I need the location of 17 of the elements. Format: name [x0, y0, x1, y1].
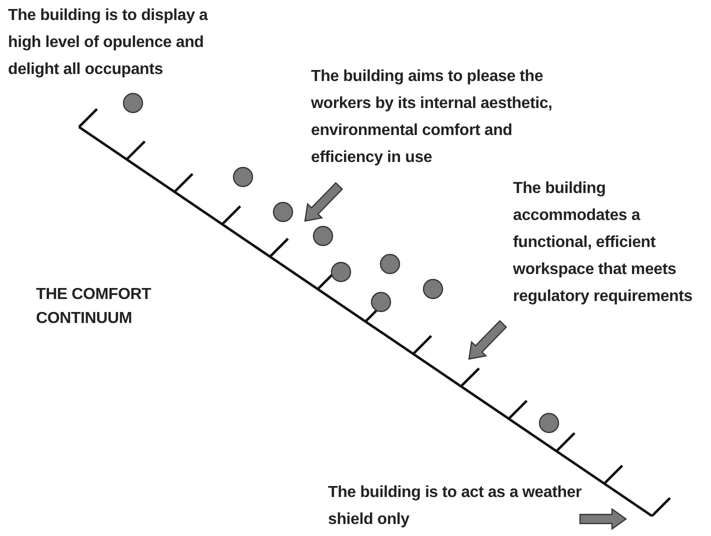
statement-text: The building is to act as a weather shield only: [328, 483, 583, 530]
dot-marker: [422, 278, 444, 300]
statement-text: The building aims to please the workers by its internal aesthetic, environmental comfort and efficiency in use: [311, 67, 554, 168]
dot-marker: [370, 292, 392, 312]
diagram-title: THE COMFORT CONTINUUM: [36, 285, 152, 329]
statement-text: The building accommodates a functional, efficient workspace that meets regulatory requirements: [513, 179, 694, 307]
dot-marker: [272, 202, 294, 222]
block-arrow: [468, 320, 508, 360]
statement-text: The building is to display a high level of opulence and delight all occupants: [8, 6, 209, 80]
dot-marker: [330, 262, 352, 282]
dot-marker: [380, 254, 400, 274]
dot-marker: [122, 92, 144, 114]
dot-marker: [232, 166, 254, 188]
dot-marker: [538, 412, 560, 434]
block-arrow: [304, 182, 344, 222]
dot-marker: [312, 226, 334, 246]
block-arrow: [579, 508, 628, 530]
